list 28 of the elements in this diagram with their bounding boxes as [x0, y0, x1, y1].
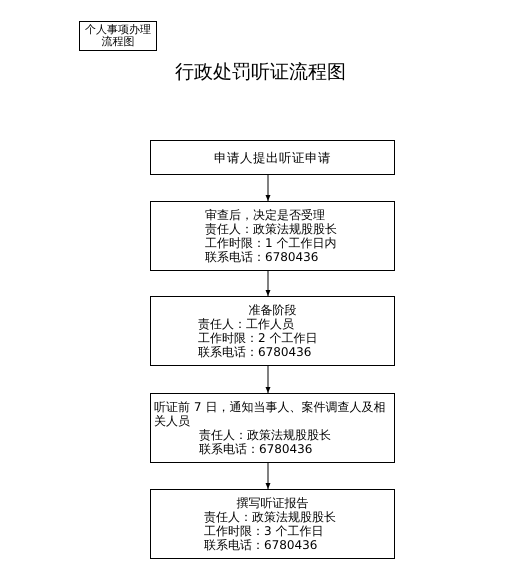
arrow	[266, 366, 270, 393]
step-detail: 工作时限：1 个工作日内	[205, 236, 336, 250]
step-title: 申请人提出听证申请	[214, 150, 331, 164]
step-detail: 联系电话：6780436	[198, 345, 312, 359]
step-detail: 责任人：工作人员	[198, 317, 294, 331]
label-box	[79, 21, 157, 51]
process-box	[150, 296, 395, 366]
process-box	[150, 201, 395, 271]
step-detail: 工作时限：3 个工作日	[204, 524, 324, 538]
step-title: 准备阶段	[248, 303, 296, 317]
arrow	[266, 175, 270, 201]
step-detail: 联系电话：6780436	[199, 442, 312, 456]
step-title: 审查后，决定是否受理	[205, 208, 325, 222]
step-title: 听证前 7 日，通知当事人、案件调查人及相关人员	[154, 400, 386, 428]
diagram-title: 行政处罚听证流程图	[175, 61, 346, 83]
process-box	[150, 140, 395, 175]
step-detail: 责任人：政策法规股股长	[204, 510, 336, 524]
step-detail: 联系电话：6780436	[205, 250, 318, 264]
step-detail: 责任人：政策法规股股长	[199, 428, 331, 442]
process-box	[150, 489, 395, 559]
box-label: 个人事项办理流程图	[85, 24, 151, 48]
process-box	[150, 393, 395, 463]
arrow	[266, 463, 270, 489]
step-detail: 责任人：政策法规股股长	[205, 222, 337, 236]
arrow	[266, 271, 270, 296]
step-detail: 联系电话：6780436	[204, 538, 318, 552]
step-detail: 工作时限：2 个工作日	[198, 331, 318, 345]
step-title: 撰写听证报告	[236, 496, 308, 510]
